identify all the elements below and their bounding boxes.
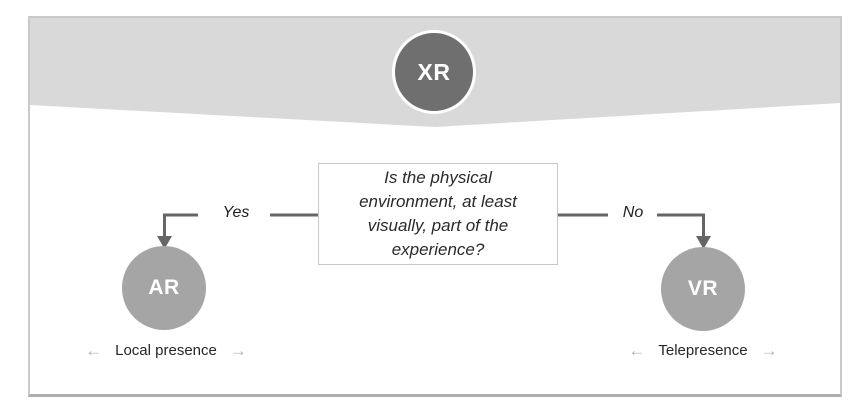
yes-label: Yes [222,204,250,221]
no-label: No [622,204,644,221]
yes-arrowhead-icon [157,236,172,249]
question-line: environment, at least [359,192,517,211]
telepresence-caption: ← Telepresence → [608,342,798,359]
diagram-frame: XR Is the physical environment, at least… [28,16,842,397]
left-arrow-icon: ← [628,341,646,360]
yes-elbow-line [163,213,198,237]
node-ar-label: AR [148,276,180,299]
node-vr-label: VR [687,277,719,300]
local-presence-caption: ← Local presence → [71,342,261,359]
telepresence-text: Telepresence [658,342,748,359]
left-arrow-icon: ← [85,341,103,360]
question-box: Is the physical environment, at least vi… [318,163,558,265]
local-presence-text: Local presence [115,342,217,359]
no-arrowhead-icon [696,236,711,249]
connector-lines [157,213,711,249]
node-xr-label: XR [417,58,451,85]
node-vr: VR [661,247,745,331]
right-arrow-icon: → [760,341,778,360]
question-line: experience? [391,240,485,259]
node-ar: AR [122,246,206,330]
right-arrow-icon: → [229,341,247,360]
question-line: visually, part of the [367,216,509,235]
node-xr: XR [392,30,476,114]
question-line: Is the physical [384,168,492,187]
no-elbow-line [657,213,705,237]
